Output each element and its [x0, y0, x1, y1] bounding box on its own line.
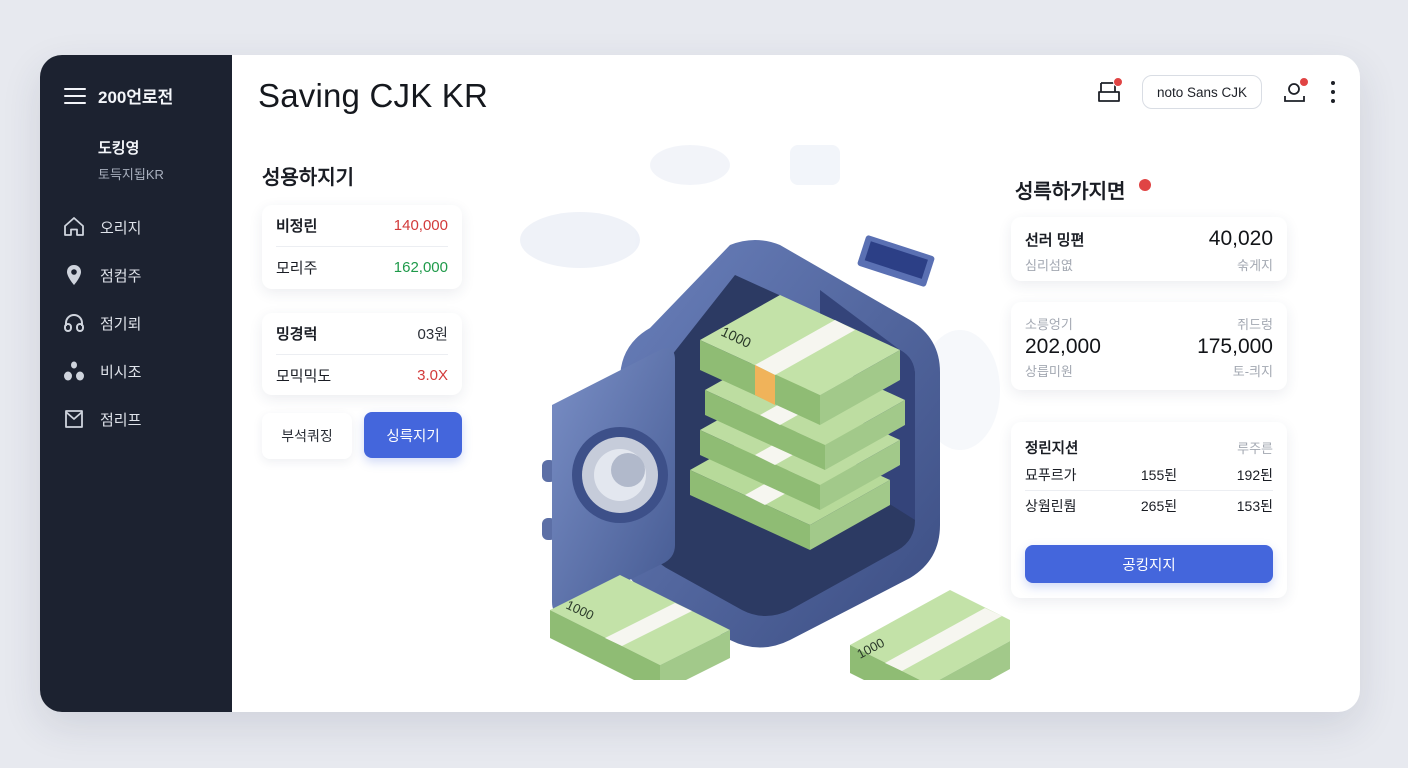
summary-value-sub: 숚게지 [1237, 258, 1273, 273]
summary-sublabel: 심리섬엾 [1025, 258, 1073, 273]
row-label: 모믹믹도 [276, 367, 332, 385]
balance-row: 비정린 140,000 [276, 205, 448, 246]
chat-bubble-icon [857, 235, 935, 287]
details-row-col1: 155된 [1140, 467, 1178, 483]
balance-card: 비정린 140,000 모리주 162,000 [262, 205, 462, 289]
row-value: 03원 [417, 326, 449, 343]
mail-icon [65, 410, 83, 428]
row-value-positive: 162,000 [393, 259, 448, 276]
details-row-col2: 192된 [1236, 467, 1273, 483]
stat-right-value: 175,000 [1197, 335, 1273, 358]
alert-dot [1139, 178, 1152, 191]
sidebar-item-label: 비시조 [100, 363, 142, 381]
stats-card: 소릉엉기 쥐드렁 202,000 175,000 상릅미원 토-킈지 [1011, 302, 1287, 390]
details-header: 정린지션 루주른 [1025, 434, 1273, 460]
summary-card: 선러 밍편 40,020 심리섬엾 숚게지 [1011, 217, 1287, 281]
money-stack-left: 1000 [550, 575, 730, 680]
save-button[interactable]: 싱륵지기 [364, 412, 462, 458]
sidebar: 200언로전 도킹영 토득지됩KR 오리지 점컴주 점기뢰 비시조 [40, 55, 232, 712]
row-label: 모리주 [276, 260, 318, 277]
profile-button[interactable] [1280, 75, 1310, 109]
headphones-icon [64, 314, 84, 332]
user-name: 도킹영 [98, 140, 140, 157]
right-panel-header: 성륵하가지면 [1015, 175, 1152, 204]
sidebar-item-label: 점기뢰 [100, 315, 142, 333]
people-icon [64, 361, 84, 381]
notifications-button[interactable] [1094, 75, 1124, 109]
header-actions: noto Sans CJK [1094, 75, 1338, 109]
stat-right-bottom: 토-킈지 [1232, 364, 1273, 379]
user-icon [1284, 83, 1305, 102]
divider [1025, 490, 1273, 491]
details-header-right: 루주른 [1237, 440, 1273, 456]
rate-row: 모믹믹도 3.0X [276, 355, 448, 395]
user-subtitle: 토득지됩KR [98, 167, 164, 182]
stats-value-row: 202,000 175,000 [1025, 335, 1273, 359]
location-pin-icon [67, 265, 81, 285]
stat-right-top: 쥐드렁 [1237, 317, 1273, 332]
summary-value: 40,020 [1208, 227, 1273, 250]
stat-left-top: 소릉엉기 [1025, 317, 1073, 332]
stats-bottom-row: 상릅미원 토-킈지 [1025, 361, 1273, 380]
divider [276, 246, 448, 247]
row-value-negative: 140,000 [393, 217, 448, 234]
stat-left-value: 202,000 [1025, 335, 1101, 358]
confirm-button[interactable]: 공킹지지 [1025, 545, 1273, 583]
sidebar-item-people[interactable]: 비시조 [62, 347, 222, 395]
sidebar-item-label: 점리프 [100, 411, 142, 429]
details-row-label: 상웜린뤔 [1025, 498, 1077, 514]
sidebar-brand: 200언로전 [64, 83, 173, 108]
stats-top-row: 소릉엉기 쥐드렁 [1025, 314, 1273, 333]
details-row-col2: 153된 [1236, 498, 1273, 514]
profile-badge [1299, 77, 1309, 87]
divider [276, 354, 448, 355]
money-stack-right: 1000 [850, 590, 1010, 680]
details-row-label: 묘푸르가 [1025, 467, 1077, 483]
safe-illustration: 1000 1000 1000 [520, 145, 1010, 680]
notification-badge [1112, 77, 1123, 87]
row-label: 밍경럭 [276, 326, 318, 343]
details-row: 묘푸르가 155된 192된 [1025, 460, 1273, 490]
summary-label: 선러 밍편 [1025, 231, 1085, 249]
safe-door [542, 348, 675, 613]
row-value-negative: 3.0X [417, 366, 448, 384]
sidebar-item-location[interactable]: 점컴주 [62, 251, 222, 299]
sidebar-nav: 오리지 점컴주 점기뢰 비시조 점리프 [62, 203, 222, 443]
home-icon [64, 217, 84, 236]
hamburger-menu-icon[interactable] [64, 87, 86, 104]
balance-row: 모리주 162,000 [276, 247, 448, 288]
summary-row: 선러 밍편 40,020 [1025, 227, 1273, 251]
rate-card: 밍경럭 03원 모믹믹도 3.0X [262, 313, 462, 395]
sidebar-item-support[interactable]: 점기뢰 [62, 299, 222, 347]
details-row: 상웜린뤔 265된 153된 [1025, 491, 1273, 521]
sidebar-item-label: 점컴주 [100, 267, 142, 285]
details-title: 정린지션 [1025, 440, 1079, 457]
font-selector[interactable]: noto Sans CJK [1141, 75, 1262, 109]
brand-name: 200언로전 [98, 88, 174, 107]
money-stacks: 1000 [690, 295, 905, 550]
analyze-button[interactable]: 부석쿼징 [262, 413, 352, 459]
user-profile: 도킹영 토득지됩KR [98, 137, 164, 183]
row-label: 비정린 [276, 218, 318, 235]
sidebar-item-label: 오리지 [100, 219, 142, 237]
app-window: 200언로전 도킹영 토득지됩KR 오리지 점컴주 점기뢰 비시조 [40, 55, 1360, 712]
right-panel-title: 성륵하가지면 [1015, 181, 1126, 203]
stat-left-bottom: 상릅미원 [1025, 364, 1073, 379]
page-title: Saving CJK KR [258, 77, 489, 114]
details-row-col1: 265된 [1140, 498, 1178, 514]
rate-row: 밍경럭 03원 [276, 313, 448, 354]
left-panel-title: 성용하지기 [262, 167, 354, 189]
sidebar-item-home[interactable]: 오리지 [62, 203, 222, 251]
more-options-icon[interactable] [1328, 81, 1338, 103]
summary-subrow: 심리섬엾 숚게지 [1025, 255, 1273, 274]
sidebar-item-mail[interactable]: 점리프 [62, 395, 222, 443]
